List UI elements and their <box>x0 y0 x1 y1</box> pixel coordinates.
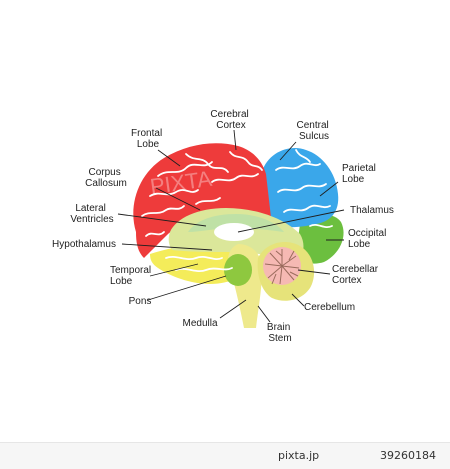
label-pons: Pons <box>129 296 152 307</box>
label-cerebellar-cortex: Cerebellar Cortex <box>332 264 381 286</box>
leader-corpus-callosum <box>155 187 201 211</box>
leader-lines <box>117 129 345 323</box>
leader-parietal-lobe <box>319 181 339 197</box>
leader-pons <box>147 275 227 301</box>
label-cerebral-cortex: Cerebral Cortex <box>210 109 251 131</box>
label-medulla: Medulla <box>182 318 217 329</box>
cortex-gyri <box>141 149 333 273</box>
label-brain-stem: Brain Stem <box>267 322 293 344</box>
leader-brain-stem <box>257 305 271 323</box>
leader-medulla <box>219 299 247 319</box>
watermark-id: 39260184 <box>380 449 436 462</box>
label-cerebellum: Cerebellum <box>304 302 355 313</box>
leader-cerebellum <box>291 293 305 307</box>
labels: Cerebral Cortex Frontal Lobe Central Sul… <box>52 109 394 344</box>
brain-illustration <box>133 143 344 328</box>
thalamus-region <box>214 223 254 241</box>
label-occipital-lobe: Occipital Lobe <box>348 228 389 250</box>
leader-central-sulcus <box>279 141 297 161</box>
watermark-footer: pixta.jp 39260184 <box>0 442 450 469</box>
leader-cerebral-cortex <box>233 129 237 151</box>
label-temporal-lobe: Temporal Lobe <box>110 265 154 287</box>
label-hypothalamus: Hypothalamus <box>52 239 116 250</box>
leader-frontal-lobe <box>157 149 181 167</box>
label-thalamus: Thalamus <box>350 205 394 216</box>
leader-lateral-ventricles <box>117 213 207 227</box>
leader-cerebellar-cortex <box>297 269 331 275</box>
label-parietal-lobe: Parietal Lobe <box>342 163 379 185</box>
label-corpus-callosum: Corpus Callosum <box>85 167 127 189</box>
arbor-vitae <box>264 249 300 285</box>
parietal-lobe-region <box>262 148 339 228</box>
label-lateral-ventricles: Lateral Ventricles <box>70 203 113 225</box>
leader-hypothalamus <box>121 243 213 251</box>
leader-thalamus <box>237 209 345 233</box>
watermark-site: pixta.jp <box>278 449 320 462</box>
label-frontal-lobe: Frontal Lobe <box>131 128 165 150</box>
leader-temporal-lobe <box>149 263 199 277</box>
label-central-sulcus: Central Sulcus <box>296 120 331 142</box>
pons-region <box>224 254 252 286</box>
